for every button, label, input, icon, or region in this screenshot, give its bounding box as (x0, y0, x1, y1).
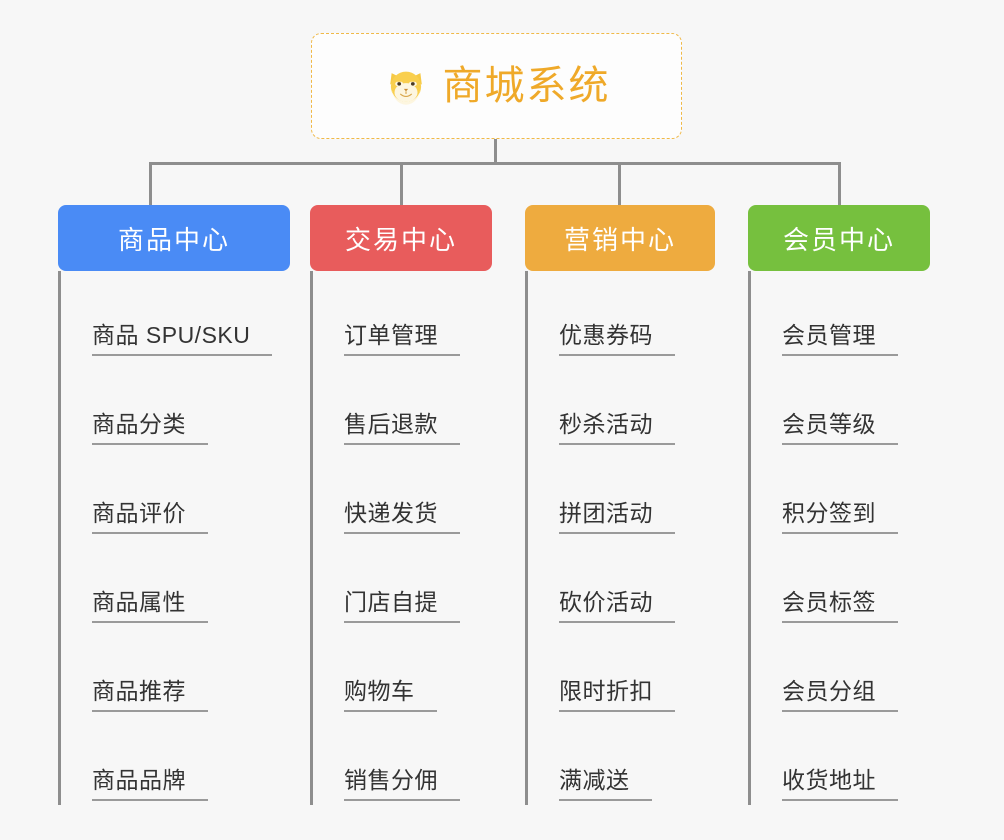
category-column-1: 交易中心 订单管理 售后退款 快递发货 门店自提 购物车 销售分佣 (310, 205, 492, 805)
leaf-item[interactable]: 积分签到 (748, 449, 930, 538)
leaf-item[interactable]: 订单管理 (310, 271, 492, 360)
leaf-item[interactable]: 会员等级 (748, 360, 930, 449)
shiba-dog-face-icon (383, 63, 429, 109)
leaf-item[interactable]: 限时折扣 (525, 627, 715, 716)
category-label-1: 交易中心 (344, 224, 457, 255)
category-column-2: 营销中心 优惠券码 秒杀活动 拼团活动 砍价活动 限时折扣 满减送 (525, 205, 715, 805)
leaf-label: 会员标签 (782, 589, 898, 623)
leaf-label: 销售分佣 (344, 767, 460, 801)
leaf-spine-1 (310, 271, 313, 805)
connector-drop-营销中心 (618, 162, 621, 207)
leaf-item[interactable]: 会员管理 (748, 271, 930, 360)
leaf-item[interactable]: 商品品牌 (58, 716, 290, 805)
category-label-3: 会员中心 (782, 224, 895, 255)
leaf-label: 会员分组 (782, 678, 898, 712)
leaf-label: 优惠券码 (559, 322, 675, 356)
category-box-2[interactable]: 营销中心 (525, 205, 715, 271)
leaf-item[interactable]: 售后退款 (310, 360, 492, 449)
leaf-list-2: 优惠券码 秒杀活动 拼团活动 砍价活动 限时折扣 满减送 (525, 271, 715, 805)
leaf-spine-3 (748, 271, 751, 805)
leaf-spine-2 (525, 271, 528, 805)
leaf-item[interactable]: 购物车 (310, 627, 492, 716)
leaf-list-1: 订单管理 售后退款 快递发货 门店自提 购物车 销售分佣 (310, 271, 492, 805)
leaf-item[interactable]: 快递发货 (310, 449, 492, 538)
leaf-list-0: 商品 SPU/SKU 商品分类 商品评价 商品属性 商品推荐 商品品牌 (58, 271, 290, 805)
leaf-item[interactable]: 秒杀活动 (525, 360, 715, 449)
leaf-label: 商品品牌 (92, 767, 208, 801)
leaf-item[interactable]: 商品分类 (58, 360, 290, 449)
leaf-label: 购物车 (344, 678, 437, 712)
root-node[interactable]: 商城系统 (311, 33, 682, 139)
leaf-label: 门店自提 (344, 589, 460, 623)
leaf-label: 会员管理 (782, 322, 898, 356)
connector-drop-交易中心 (400, 162, 403, 207)
leaf-item[interactable]: 拼团活动 (525, 449, 715, 538)
leaf-item[interactable]: 商品评价 (58, 449, 290, 538)
leaf-label: 商品 SPU/SKU (92, 322, 273, 356)
category-label-0: 商品中心 (117, 224, 230, 255)
category-box-3[interactable]: 会员中心 (748, 205, 930, 271)
connector-drop-会员中心 (838, 162, 841, 207)
leaf-label: 拼团活动 (559, 500, 675, 534)
leaf-label: 满减送 (559, 767, 652, 801)
leaf-label: 积分签到 (782, 500, 898, 534)
leaf-item[interactable]: 优惠券码 (525, 271, 715, 360)
leaf-list-3: 会员管理 会员等级 积分签到 会员标签 会员分组 收货地址 (748, 271, 930, 805)
leaf-label: 商品评价 (92, 500, 208, 534)
leaf-item[interactable]: 销售分佣 (310, 716, 492, 805)
leaf-spine-0 (58, 271, 61, 805)
connector-root-stem (494, 139, 497, 164)
leaf-item[interactable]: 门店自提 (310, 538, 492, 627)
leaf-item[interactable]: 满减送 (525, 716, 715, 805)
leaf-item[interactable]: 收货地址 (748, 716, 930, 805)
leaf-label: 收货地址 (782, 767, 898, 801)
leaf-item[interactable]: 商品推荐 (58, 627, 290, 716)
category-column-0: 商品中心 商品 SPU/SKU 商品分类 商品评价 商品属性 商品推荐 商品品牌 (58, 205, 290, 805)
leaf-label: 快递发货 (344, 500, 460, 534)
leaf-item[interactable]: 会员分组 (748, 627, 930, 716)
category-box-0[interactable]: 商品中心 (58, 205, 290, 271)
leaf-label: 订单管理 (344, 322, 460, 356)
leaf-label: 会员等级 (782, 411, 898, 445)
leaf-item[interactable]: 砍价活动 (525, 538, 715, 627)
category-box-1[interactable]: 交易中心 (310, 205, 492, 271)
leaf-label: 商品分类 (92, 411, 208, 445)
root-title: 商城系统 (442, 64, 611, 108)
leaf-label: 售后退款 (344, 411, 460, 445)
leaf-label: 秒杀活动 (559, 411, 675, 445)
leaf-item[interactable]: 商品 SPU/SKU (58, 271, 290, 360)
connector-horizontal-bus (149, 162, 841, 165)
leaf-item[interactable]: 商品属性 (58, 538, 290, 627)
leaf-label: 商品推荐 (92, 678, 208, 712)
leaf-label: 砍价活动 (559, 589, 675, 623)
category-column-3: 会员中心 会员管理 会员等级 积分签到 会员标签 会员分组 收货地址 (748, 205, 930, 805)
leaf-label: 限时折扣 (559, 678, 675, 712)
category-label-2: 营销中心 (563, 224, 676, 255)
leaf-item[interactable]: 会员标签 (748, 538, 930, 627)
connector-drop-商品中心 (149, 162, 152, 207)
leaf-label: 商品属性 (92, 589, 208, 623)
